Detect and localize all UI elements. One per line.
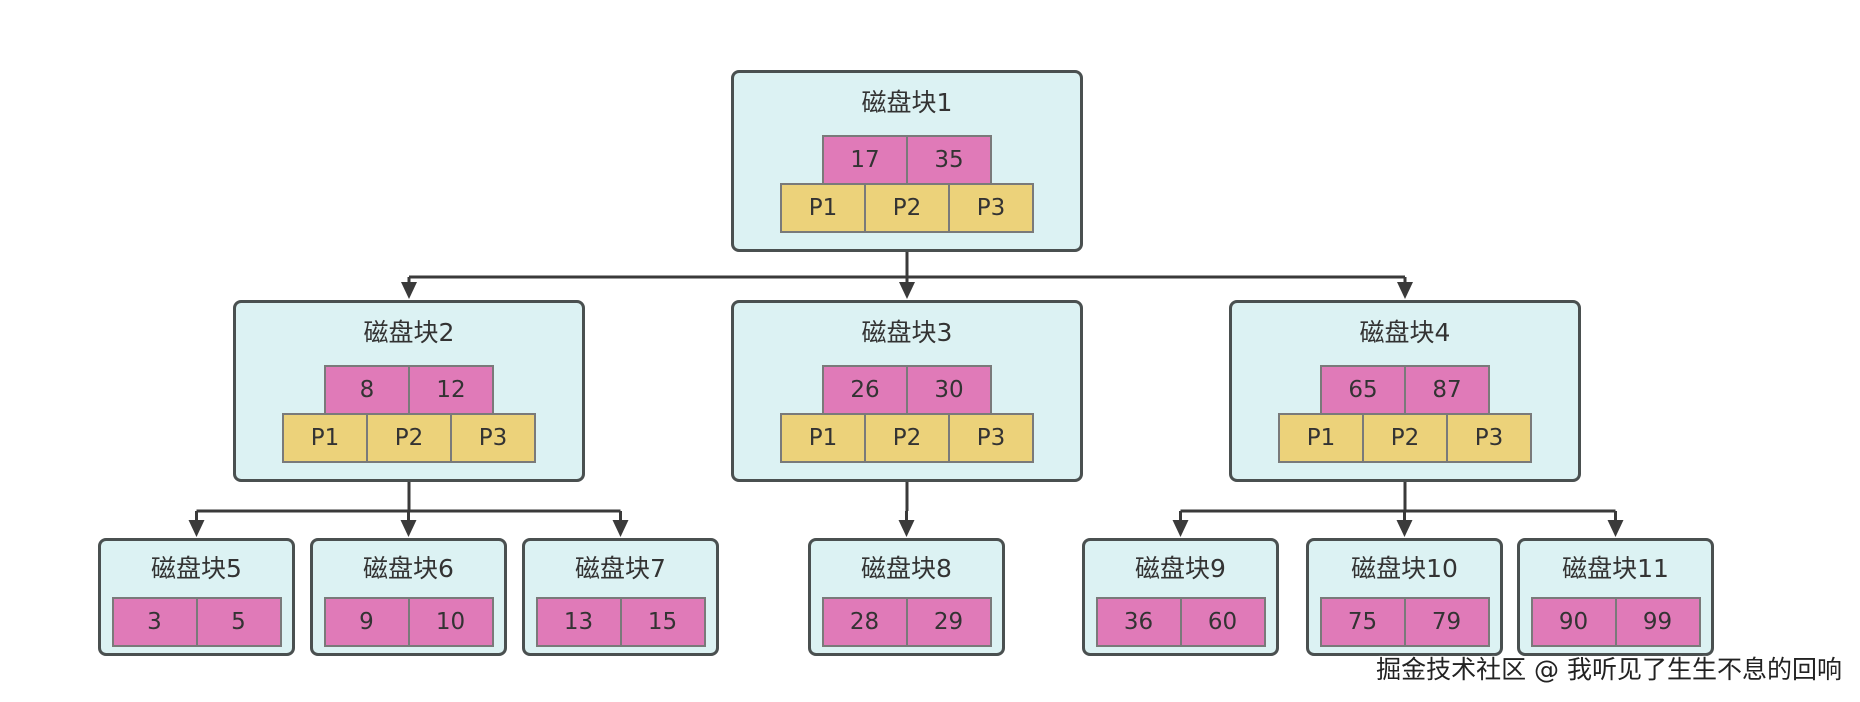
disk-block-title: 磁盘块5 [151, 554, 242, 583]
pointer-cell: P1 [780, 183, 866, 233]
edge-arrowhead [188, 520, 205, 537]
key-cell: 35 [906, 135, 992, 185]
disk-block-title: 磁盘块6 [363, 554, 454, 583]
disk-block-title: 磁盘块7 [575, 554, 666, 583]
key-cell: 60 [1179, 597, 1266, 647]
disk-block-title: 磁盘块9 [1135, 554, 1226, 583]
key-cell: 5 [195, 597, 282, 647]
key-cell: 26 [822, 365, 908, 415]
pointer-cell: P2 [366, 413, 452, 463]
key-cell: 12 [408, 365, 494, 415]
watermark: 掘金技术社区 @ 我听见了生生不息的回响 [1376, 655, 1842, 684]
pointer-cell: P1 [780, 413, 866, 463]
key-cell: 28 [821, 597, 908, 647]
key-cell: 3 [111, 597, 198, 647]
pointer-cell: P3 [948, 183, 1034, 233]
edge-arrowhead [612, 520, 629, 537]
key-cell: 9 [323, 597, 410, 647]
pointer-cell: P2 [864, 183, 950, 233]
edge-arrowhead [898, 520, 915, 537]
disk-block-title: 磁盘块10 [1351, 554, 1458, 583]
pointer-cell: P3 [948, 413, 1034, 463]
edge-arrowhead [1607, 520, 1624, 537]
disk-block-title: 磁盘块8 [861, 554, 952, 583]
edge-arrowhead [1397, 282, 1413, 299]
key-cell: 13 [535, 597, 622, 647]
key-cell: 17 [822, 135, 908, 185]
disk-block-title: 磁盘块1 [861, 88, 953, 117]
key-cell: 8 [324, 365, 410, 415]
disk-block-title: 磁盘块4 [1359, 318, 1451, 347]
key-cell: 79 [1403, 597, 1490, 647]
pointer-cell: P3 [1446, 413, 1532, 463]
edge-arrowhead [1396, 520, 1413, 537]
pointer-cell: P2 [1362, 413, 1448, 463]
pointer-cell: P1 [282, 413, 368, 463]
disk-block-title: 磁盘块3 [861, 318, 953, 347]
key-cell: 75 [1319, 597, 1406, 647]
key-cell: 10 [407, 597, 494, 647]
disk-block-title: 磁盘块2 [363, 318, 455, 347]
edge-arrowhead [401, 282, 417, 299]
key-cell: 15 [619, 597, 706, 647]
key-cell: 65 [1320, 365, 1406, 415]
key-cell: 30 [906, 365, 992, 415]
edge-arrowhead [899, 282, 915, 299]
pointer-cell: P2 [864, 413, 950, 463]
key-cell: 87 [1404, 365, 1490, 415]
pointer-cell: P3 [450, 413, 536, 463]
disk-block-title: 磁盘块11 [1562, 554, 1669, 583]
key-cell: 36 [1095, 597, 1182, 647]
key-cell: 29 [905, 597, 992, 647]
edge-arrowhead [1172, 520, 1189, 537]
pointer-cell: P1 [1278, 413, 1364, 463]
key-cell: 99 [1614, 597, 1701, 647]
edge-arrowhead [400, 520, 417, 537]
key-cell: 90 [1530, 597, 1617, 647]
